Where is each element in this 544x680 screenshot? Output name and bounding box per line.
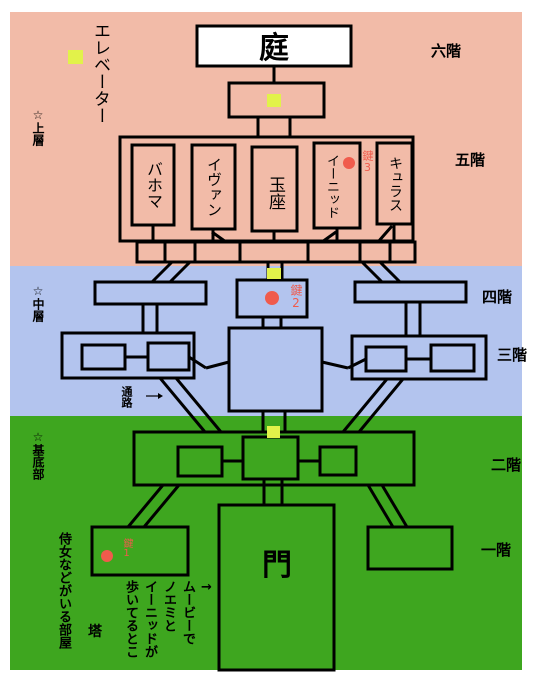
connector xyxy=(341,378,389,433)
key-3-slot: 鍵3 xyxy=(361,150,374,174)
fourth-floor-right-room xyxy=(353,280,468,304)
connector xyxy=(321,360,349,370)
key-1-slot: 鍵1 xyxy=(121,538,132,559)
connector xyxy=(380,484,409,528)
bahomu-label: バホマ xyxy=(144,161,163,209)
connector xyxy=(142,484,181,528)
key-3-label: 鍵3 xyxy=(361,150,374,174)
maids-room xyxy=(90,525,190,577)
upper-zone-label: ☆上層 xyxy=(31,108,45,146)
maids-note: 侍女などがいる部屋 xyxy=(56,532,71,649)
floor-1-label: 一階 xyxy=(481,541,511,559)
base-zone-label: ☆基底部 xyxy=(31,430,45,480)
bahomu-slot: バホマ xyxy=(144,161,163,209)
kyurasu-slot: キュラス xyxy=(387,156,403,212)
key-1-label: 鍵1 xyxy=(121,538,132,559)
key-2-slot: 鍵2 xyxy=(289,284,303,310)
gate-hall xyxy=(217,503,336,672)
connector xyxy=(158,377,207,433)
gate-label: 門 xyxy=(262,548,292,583)
elevator-marker-icon xyxy=(68,50,83,64)
connector xyxy=(211,230,227,244)
connector xyxy=(205,360,230,370)
elevator-hall-6f xyxy=(227,81,326,119)
passage-arrow-head-icon xyxy=(158,393,163,399)
elevator-marker-icon xyxy=(267,426,280,438)
elevator-note-slot: エレベーター xyxy=(90,22,110,124)
key-3-dot-icon xyxy=(343,157,355,169)
elevator-note: エレベーター xyxy=(90,22,110,124)
connector xyxy=(357,378,405,433)
movie-note-arrow: → xyxy=(199,580,214,595)
floor-6-label: 六階 xyxy=(431,42,461,60)
connector xyxy=(126,484,165,528)
movie-note-slot: → ムービーで ノエミと イーニッドが 歩いてるとこ xyxy=(121,580,216,676)
base-zone-slot: ☆基底部 xyxy=(31,430,45,480)
base-zone-band xyxy=(10,416,522,670)
maids-note-slot: 侍女などがいる部屋 xyxy=(56,532,71,649)
passage-note: 通路 xyxy=(120,386,133,408)
fourth-floor-key-room xyxy=(235,278,309,319)
elevator-marker-icon xyxy=(267,94,281,107)
third-floor-central-hall xyxy=(227,326,324,413)
throne-label: 玉座 xyxy=(265,176,285,210)
connector xyxy=(347,357,367,370)
movie-note-line-4: 歩いてるとこ xyxy=(123,580,138,658)
elevator-marker-icon xyxy=(267,268,281,279)
middle-zone-label: ☆中層 xyxy=(31,284,45,322)
ivan-slot: イヴァン xyxy=(205,157,223,217)
movie-note-line-2: ノエミと xyxy=(161,580,176,632)
fifth-floor-corridor xyxy=(135,240,417,264)
floor-2-label: 二階 xyxy=(491,456,521,474)
tower xyxy=(366,525,454,571)
key-2-dot-icon xyxy=(265,291,279,305)
key-1-dot-icon xyxy=(101,550,113,562)
floor-4-label: 四階 xyxy=(482,288,512,306)
third-floor-left-wing xyxy=(60,331,196,380)
garden-room xyxy=(195,24,353,68)
upper-zone-slot: ☆上層 xyxy=(31,108,45,146)
floor-5-label: 五階 xyxy=(455,151,485,169)
connector xyxy=(378,260,402,284)
connector xyxy=(376,225,394,243)
fourth-floor-left-room xyxy=(93,280,208,306)
third-floor-right-wing xyxy=(350,334,488,381)
middle-zone-band xyxy=(10,266,522,416)
passage-note-slot: 通路 xyxy=(120,386,133,408)
inid-slot: イーニッド xyxy=(324,153,339,219)
connector xyxy=(168,260,192,284)
movie-note-line-1: ムービーで xyxy=(180,580,195,645)
inid-label: イーニッド xyxy=(324,153,339,219)
connector xyxy=(150,260,174,284)
connector xyxy=(366,484,395,528)
floor-3-label: 三階 xyxy=(497,346,527,364)
tower-label: 塔 xyxy=(88,623,103,640)
connector xyxy=(174,377,223,433)
movie-note-line-3: イーニッドが xyxy=(142,580,157,658)
connector xyxy=(188,355,207,370)
throne-slot: 玉座 xyxy=(265,176,285,210)
connector xyxy=(321,230,337,244)
garden-label: 庭 xyxy=(259,31,289,66)
kyurasu-label: キュラス xyxy=(387,156,403,212)
movie-note: → ムービーで ノエミと イーニッドが 歩いてるとこ xyxy=(121,580,216,676)
ivan-label: イヴァン xyxy=(205,157,223,217)
middle-zone-slot: ☆中層 xyxy=(31,284,45,322)
connector xyxy=(360,260,384,284)
key-2-label: 鍵2 xyxy=(289,284,303,310)
